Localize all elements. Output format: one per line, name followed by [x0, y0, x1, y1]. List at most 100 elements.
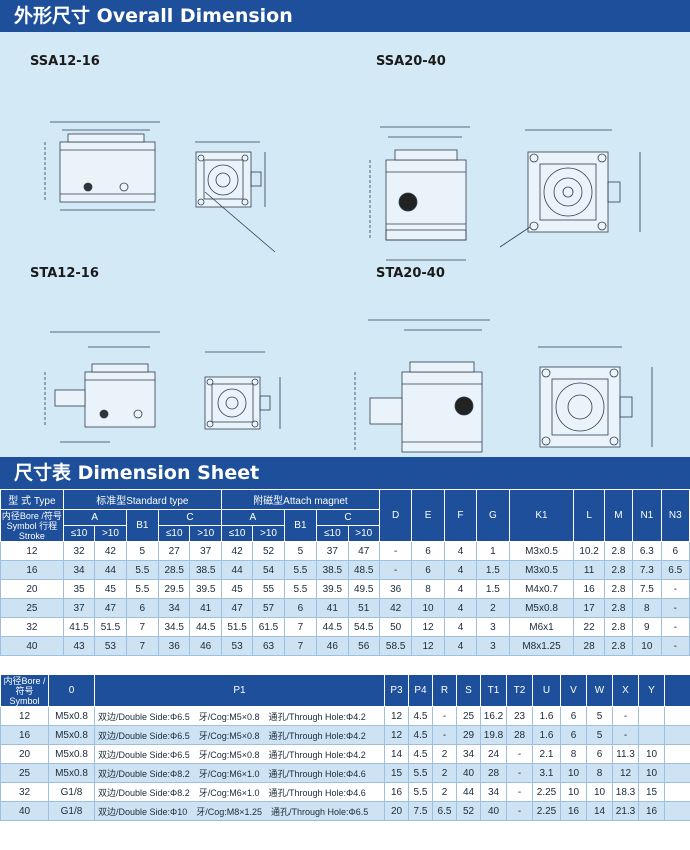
- table-cell: M3x0.5: [508, 541, 575, 561]
- th2-bore: 内径Bore /符号Symbol: [0, 674, 49, 707]
- table-cell: -: [378, 560, 413, 580]
- table-cell: 44: [220, 560, 254, 580]
- table-cell: 42: [220, 541, 254, 561]
- table-cell: M6x1: [508, 617, 575, 637]
- table-cell: 25: [0, 598, 64, 618]
- table-cell: 43: [62, 636, 96, 656]
- th-N1: N1: [632, 489, 662, 542]
- table-cell: 40: [0, 801, 49, 821]
- table-cell: 2.8: [603, 579, 634, 599]
- table-cell: 4.5: [408, 706, 433, 726]
- sta12-end-view: [204, 351, 281, 430]
- table-cell: 46: [189, 636, 222, 656]
- table-cell: 12: [411, 636, 445, 656]
- table-cell: 37: [316, 541, 349, 561]
- table-cell: 6.5: [432, 801, 457, 821]
- table-cell: 48.5: [347, 560, 380, 580]
- th-magnet: 附磁型Attach magnet: [220, 489, 380, 510]
- table-cell: 39.5: [316, 579, 349, 599]
- th-std-C-le10: ≤10: [158, 525, 191, 542]
- th-mag-C-le10: ≤10: [316, 525, 349, 542]
- table-cell: 5.5: [408, 763, 433, 783]
- table-cell: 双边/Double Side:Φ8.2 牙/Cog:M6×1.0 通孔/Thro…: [94, 782, 385, 802]
- table-cell: [664, 706, 690, 726]
- table-cell: 11.3: [612, 744, 639, 764]
- th-mag-B1: B1: [283, 509, 318, 542]
- table-cell: 22: [573, 617, 605, 637]
- table-cell: 49.5: [347, 579, 380, 599]
- table-cell: 21.3: [612, 801, 639, 821]
- dimension-table-1-wrap: 型 式 Type 标准型Standard type 附磁型Attach magn…: [0, 489, 690, 656]
- table-cell: 47: [347, 541, 380, 561]
- table-cell: 1.5: [476, 579, 510, 599]
- th-mag-A-le10: ≤10: [220, 525, 254, 542]
- th-mag-A: A: [220, 509, 285, 526]
- table-cell: [638, 725, 665, 745]
- table-cell: 39.5: [189, 579, 222, 599]
- table-cell: 6.5: [660, 560, 690, 580]
- table-cell: 41.5: [62, 617, 96, 637]
- drawing-label-sta12: STA12-16: [30, 266, 99, 281]
- table-cell: 51.5: [94, 617, 127, 637]
- table-cell: 7.5: [408, 801, 433, 821]
- table-cell: 2.1: [532, 744, 561, 764]
- table-cell: 8: [632, 598, 662, 618]
- ssa20-side-view: [369, 126, 470, 261]
- th2-R: R: [432, 674, 457, 707]
- technical-drawings: [44, 121, 653, 453]
- ssa12-end-view: [195, 141, 276, 253]
- table-cell: 16: [638, 801, 665, 821]
- table-cell: 28: [573, 636, 605, 656]
- table-cell: 54: [252, 560, 285, 580]
- th-std-A-gt10: >10: [94, 525, 127, 542]
- table-cell: 8: [560, 744, 587, 764]
- th-std-B1: B1: [125, 509, 160, 542]
- table-cell: 10: [638, 744, 665, 764]
- table-cell: 2: [432, 744, 457, 764]
- table-cell: 6: [660, 541, 690, 561]
- table-cell: 5: [125, 541, 160, 561]
- table-cell: 32: [62, 541, 96, 561]
- table-cell: 19.8: [480, 725, 507, 745]
- table-cell: 7: [125, 617, 160, 637]
- table-cell: 1.6: [532, 725, 561, 745]
- table-cell: 6.3: [632, 541, 662, 561]
- table-cell: 32: [0, 617, 64, 637]
- table-cell: 6: [411, 560, 445, 580]
- table-spacer: [0, 656, 690, 674]
- table-cell: 28.5: [158, 560, 191, 580]
- table-cell: 2: [476, 598, 510, 618]
- table-cell: 47: [220, 598, 254, 618]
- table-cell: M4x0.7: [508, 579, 575, 599]
- table-cell: [638, 706, 665, 726]
- table-cell: 16: [0, 560, 64, 580]
- table-cell: 10: [560, 782, 587, 802]
- th-std-A-le10: ≤10: [62, 525, 96, 542]
- table-cell: -: [660, 636, 690, 656]
- table-cell: 35: [62, 579, 96, 599]
- table-cell: 34: [158, 598, 191, 618]
- table-cell: -: [432, 725, 457, 745]
- table-cell: 36: [158, 636, 191, 656]
- table-cell: 37: [189, 541, 222, 561]
- table-cell: 34: [62, 560, 96, 580]
- table-cell: -: [506, 763, 533, 783]
- table-cell: 16: [560, 801, 587, 821]
- table-cell: 8: [586, 763, 613, 783]
- table-cell: 20: [0, 744, 49, 764]
- th-K1: K1: [508, 489, 575, 542]
- th-M: M: [603, 489, 634, 542]
- table-cell: 4: [443, 560, 478, 580]
- table-cell: 56: [347, 636, 380, 656]
- table-cell: 45: [220, 579, 254, 599]
- table-cell: 16.2: [480, 706, 507, 726]
- table-cell: 10: [638, 763, 665, 783]
